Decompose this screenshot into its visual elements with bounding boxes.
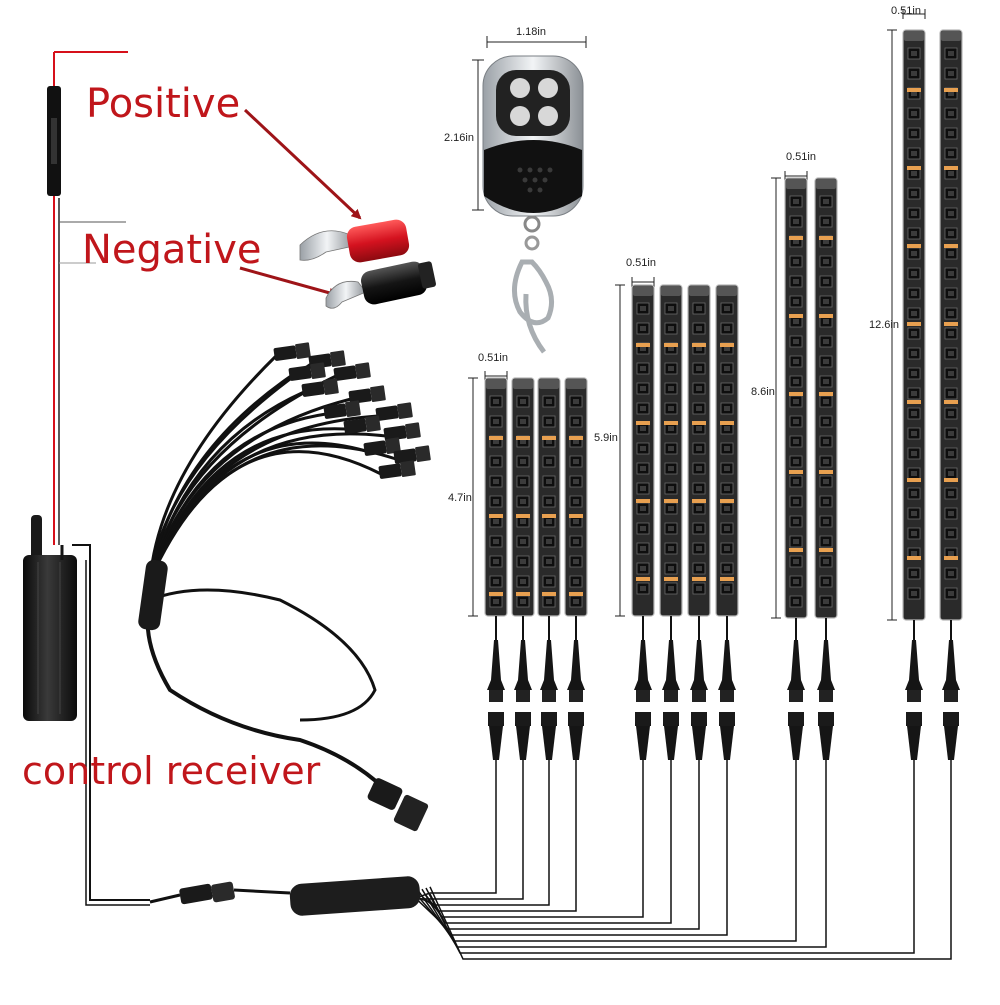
harness-input-plug bbox=[393, 794, 429, 832]
harness-connector bbox=[288, 362, 326, 381]
negative-label: Negative bbox=[82, 227, 262, 273]
red-fork-terminal bbox=[299, 219, 410, 263]
control-receiver bbox=[23, 515, 150, 906]
strip-connector bbox=[787, 618, 805, 760]
strip-group-2 bbox=[615, 277, 739, 760]
strip-connector bbox=[942, 620, 960, 760]
button-b-icon bbox=[538, 78, 558, 98]
harness-connector bbox=[343, 415, 381, 434]
button-d-icon bbox=[538, 106, 558, 126]
led-strip bbox=[939, 29, 963, 621]
harness-splitter bbox=[138, 559, 168, 631]
led-strip bbox=[511, 377, 535, 617]
led-strip bbox=[484, 377, 508, 617]
led-strip bbox=[659, 284, 683, 617]
harness-connector bbox=[393, 445, 431, 464]
strip-connector bbox=[514, 616, 532, 760]
distribution-hub bbox=[149, 876, 421, 916]
strip-connector bbox=[487, 616, 505, 760]
led-strip bbox=[687, 284, 711, 617]
control-receiver-label: control receiver bbox=[22, 749, 321, 793]
group4-length-label: 12.6in bbox=[869, 319, 899, 331]
strip-connector bbox=[817, 618, 835, 760]
led-strip bbox=[814, 177, 838, 619]
group1-length-label: 4.7in bbox=[448, 492, 472, 504]
group2-width-label: 0.51in bbox=[626, 257, 656, 269]
positive-label: Positive bbox=[86, 81, 241, 127]
harness-connector bbox=[333, 362, 371, 381]
strip-group-4 bbox=[887, 9, 963, 760]
led-strip bbox=[784, 177, 808, 619]
remote-dimension-lines bbox=[472, 36, 587, 211]
harness-connector bbox=[375, 402, 413, 421]
strip-connector bbox=[690, 616, 708, 760]
led-strip bbox=[715, 284, 739, 617]
harness-connector bbox=[383, 422, 421, 441]
receiver-output-wire bbox=[72, 544, 150, 901]
remote-height-label: 2.16in bbox=[444, 132, 474, 144]
harness-connector bbox=[363, 437, 401, 456]
led-strip bbox=[902, 29, 926, 621]
harness-connector bbox=[348, 385, 386, 404]
strip-connector bbox=[540, 616, 558, 760]
strip-group-3 bbox=[771, 171, 838, 760]
button-a-icon bbox=[510, 78, 530, 98]
led-strip bbox=[631, 284, 655, 617]
strip-group-1 bbox=[468, 371, 588, 760]
receiver-antenna bbox=[31, 515, 42, 563]
power-leads bbox=[47, 51, 128, 545]
harness-connector bbox=[301, 378, 339, 397]
harness-connector bbox=[273, 342, 311, 361]
led-strip bbox=[564, 377, 588, 617]
button-c-icon bbox=[510, 106, 530, 126]
harness-connector bbox=[323, 400, 361, 419]
strip-connector bbox=[662, 616, 680, 760]
negative-arrow bbox=[239, 266, 339, 298]
group2-length-label: 5.9in bbox=[594, 432, 618, 444]
strip-connector bbox=[567, 616, 585, 760]
strip-connector bbox=[905, 620, 923, 760]
positive-arrow bbox=[243, 108, 362, 220]
harness-bundle bbox=[138, 342, 431, 832]
strip-connector bbox=[634, 616, 652, 760]
remote-fob bbox=[482, 55, 584, 354]
group4-width-label: 0.51in bbox=[891, 5, 921, 17]
group3-length-label: 8.6in bbox=[751, 386, 775, 398]
strip-connector bbox=[718, 616, 736, 760]
remote-width-label: 1.18in bbox=[516, 26, 546, 38]
harness-connector bbox=[378, 460, 416, 479]
group1-width-label: 0.51in bbox=[478, 352, 508, 364]
black-fork-terminal bbox=[325, 261, 436, 309]
group3-width-label: 0.51in bbox=[786, 151, 816, 163]
keyring-clip bbox=[512, 259, 554, 326]
led-strip bbox=[537, 377, 561, 617]
